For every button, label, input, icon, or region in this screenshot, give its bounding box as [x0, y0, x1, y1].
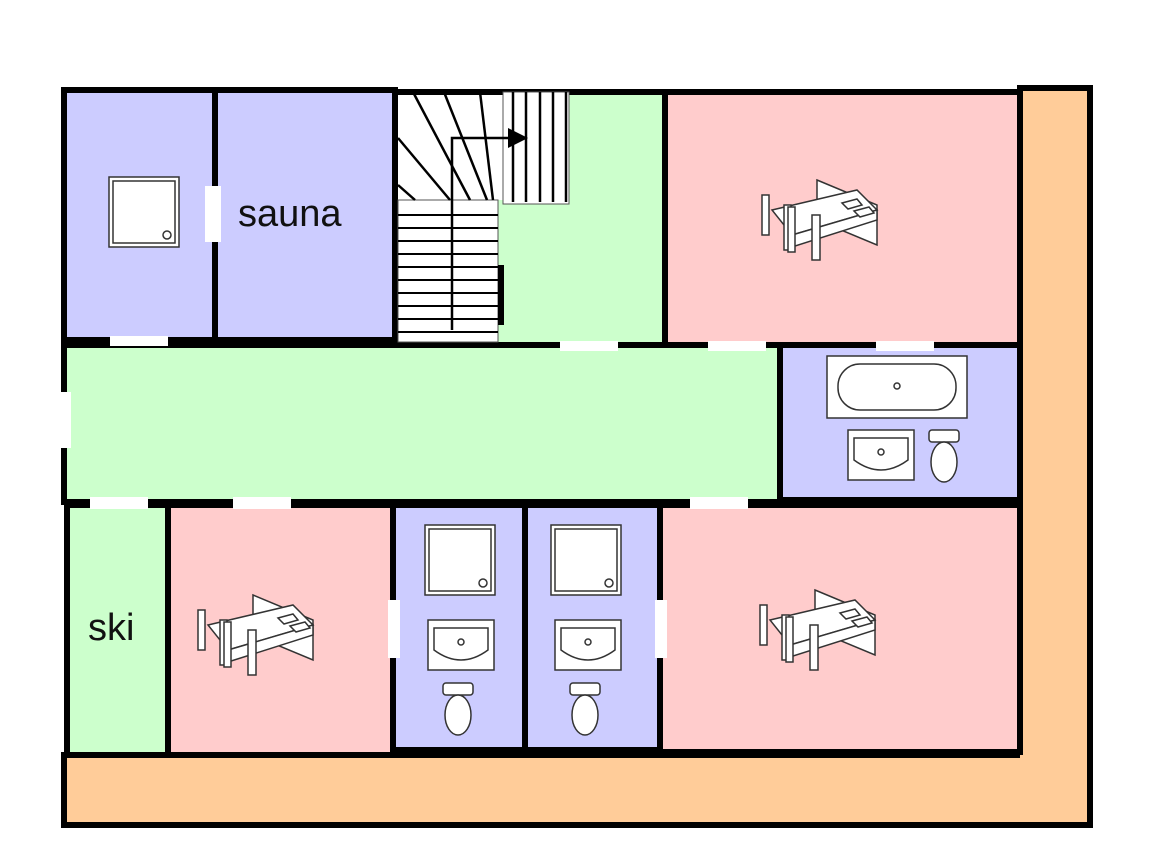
terrace-bottom	[61, 752, 1093, 828]
door	[233, 497, 291, 509]
ski-label: ski	[88, 607, 134, 649]
stair-direction-arrow-icon	[450, 136, 510, 330]
terrace-corner	[1020, 752, 1087, 822]
toilet-icon	[442, 682, 474, 736]
door	[655, 600, 667, 658]
door	[90, 497, 148, 509]
sauna-label: sauna	[238, 193, 342, 235]
door	[110, 336, 168, 346]
corridor	[61, 342, 783, 505]
toilet-icon	[569, 682, 601, 736]
doors	[59, 186, 934, 658]
door	[560, 341, 618, 351]
shower-icon	[108, 176, 180, 248]
door	[690, 497, 748, 509]
ski-room	[64, 502, 171, 758]
shower-icon	[550, 524, 622, 596]
door	[388, 600, 400, 658]
bathtub-icon	[826, 355, 968, 419]
staircase	[397, 91, 570, 343]
sink-icon	[554, 619, 622, 671]
shower-icon	[424, 524, 496, 596]
sink-icon	[427, 619, 495, 671]
sauna-room	[212, 87, 398, 343]
door	[708, 341, 766, 351]
door	[876, 341, 934, 351]
door	[205, 186, 221, 242]
toilet-icon	[928, 429, 960, 483]
sink-icon	[847, 429, 915, 481]
terrace-right	[1017, 85, 1093, 828]
door	[59, 392, 71, 448]
